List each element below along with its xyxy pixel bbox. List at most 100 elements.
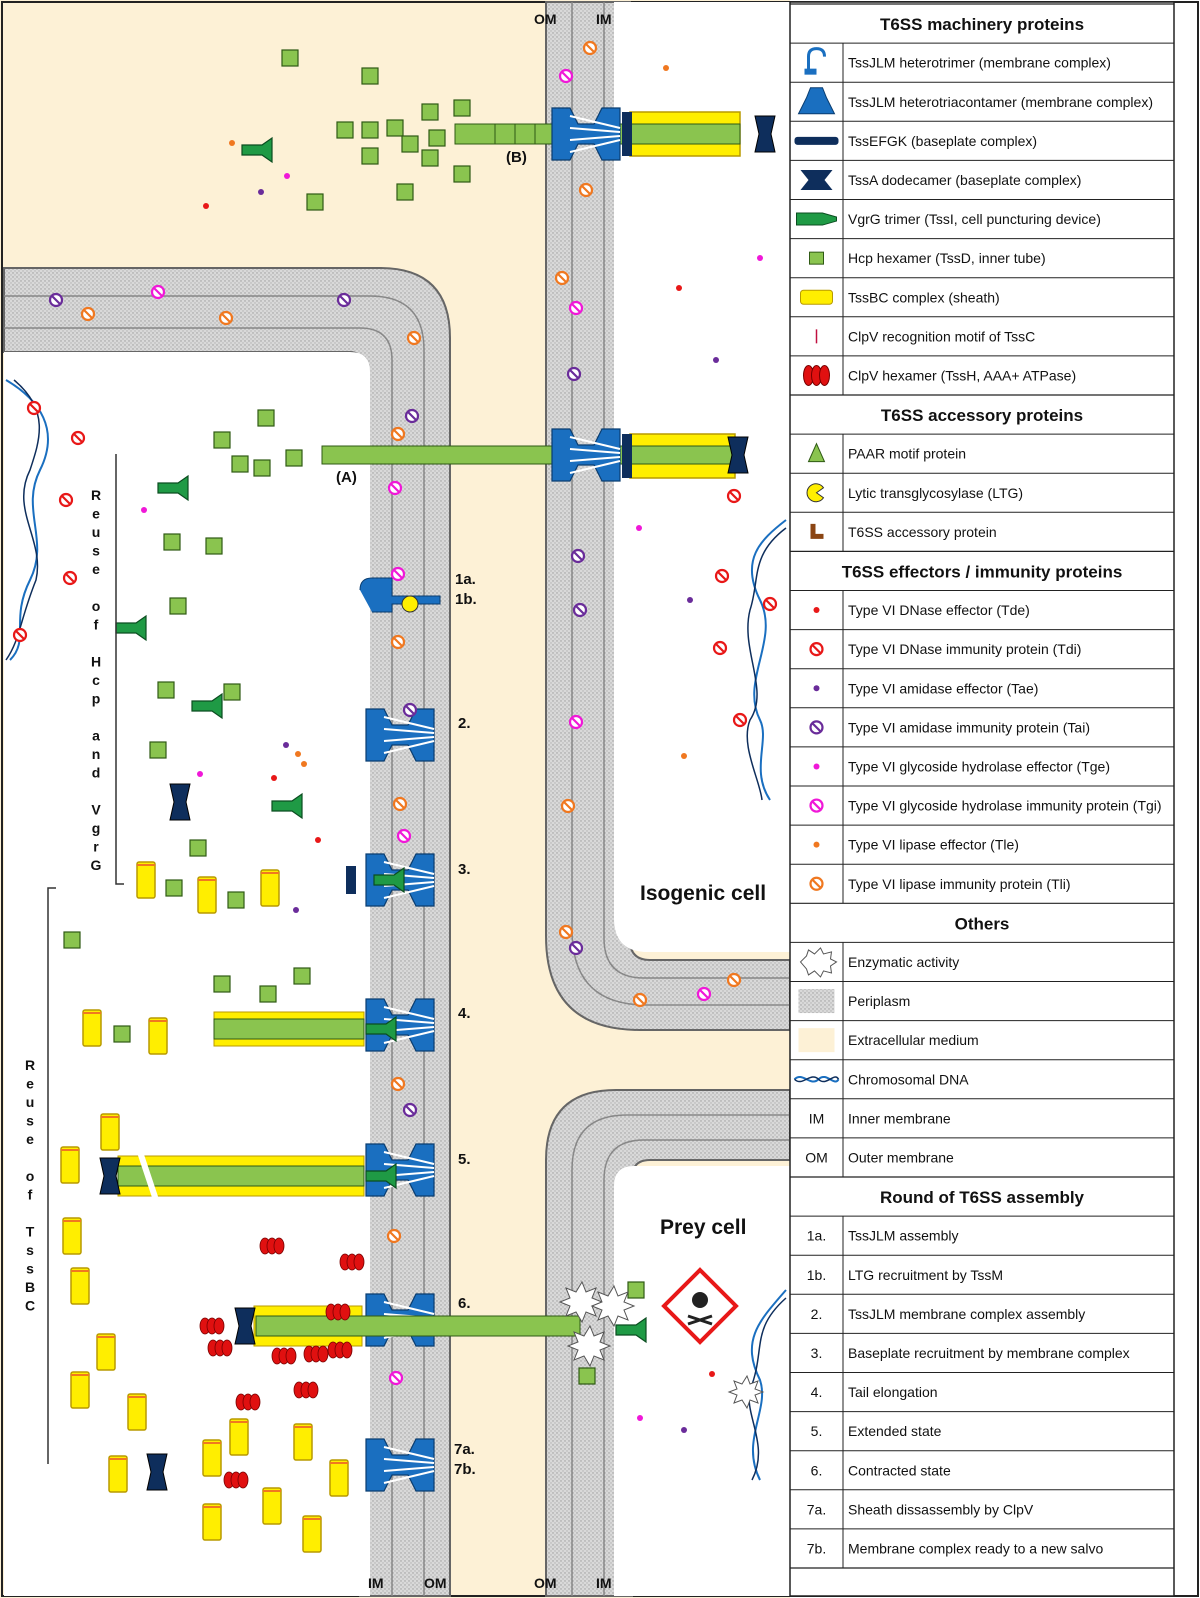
im-label-prey: IM — [596, 1575, 612, 1591]
tail-step-4 — [213, 1011, 397, 1047]
reuse-letter: s — [92, 543, 100, 559]
prey-cell-label: Prey cell — [660, 1216, 746, 1239]
reuse-letter: e — [26, 1076, 34, 1092]
legend-label: Sheath dissassembly by ClpV — [848, 1501, 1034, 1517]
reuse-letter: e — [26, 1131, 34, 1147]
reuse-letter: p — [92, 691, 101, 707]
reuse-letter: g — [92, 820, 101, 836]
label-step-3: 3. — [458, 861, 471, 878]
label-step-5: 5. — [458, 1151, 471, 1168]
toxicity-icon — [661, 1267, 739, 1345]
legend-label: Type VI amidase effector (Tae) — [848, 680, 1038, 696]
legend-key: 1a. — [807, 1228, 826, 1244]
legend-key: 6. — [811, 1462, 823, 1478]
legend-label: ClpV recognition motif of TssC — [848, 328, 1035, 344]
legend-section-title: Others — [955, 914, 1010, 933]
tssefgk-icon — [794, 136, 839, 145]
legend-label: TssJLM heterotriacontamer (membrane comp… — [848, 94, 1153, 110]
legend-label: Membrane complex ready to a new salvo — [848, 1540, 1103, 1556]
legend-section-title: T6SS effectors / immunity proteins — [842, 562, 1123, 581]
clpv-hexamer-icon — [803, 364, 830, 386]
accessory-icon — [810, 523, 824, 539]
legend-label: TssJLM heterotrimer (membrane complex) — [848, 55, 1111, 71]
dna-isogenic — [750, 519, 787, 801]
reuse-letter: r — [93, 839, 99, 855]
machine-a — [321, 428, 749, 482]
tde-icon — [813, 607, 820, 614]
legend-label: Periplasm — [848, 993, 910, 1009]
legend-label: Type VI DNase immunity protein (Tdi) — [848, 641, 1081, 657]
label-step-7a: 7a. — [454, 1441, 475, 1458]
label-step-1b: 1b. — [455, 591, 477, 608]
reuse-letter: G — [91, 857, 102, 873]
ltg-icon — [806, 483, 825, 503]
step-1-complex — [359, 577, 441, 613]
tli-icon — [809, 876, 824, 891]
tgi-icon — [809, 798, 824, 813]
legend-label: TssJLM membrane complex assembly — [848, 1306, 1085, 1322]
legend-key: 2. — [811, 1306, 823, 1322]
tail-step-5 — [99, 1151, 397, 1201]
tai-icon — [809, 720, 824, 735]
label-b: (B) — [506, 149, 527, 166]
tdi-icon — [809, 642, 824, 657]
legend-key: 7a. — [807, 1501, 826, 1517]
legend-key: IM — [809, 1110, 825, 1126]
tssjlm-trimer-icon — [804, 47, 826, 75]
reuse-letter: C — [25, 1298, 35, 1314]
reuse-letter: V — [91, 802, 101, 818]
tail-step-6 — [199, 1305, 647, 1347]
legend-key: 4. — [811, 1384, 823, 1400]
legend-label: TssEFGK (baseplate complex) — [848, 133, 1037, 149]
periplasm-icon — [798, 989, 835, 1014]
tge-icon — [813, 763, 820, 770]
legend-label: Type VI glycoside hydrolase immunity pro… — [848, 798, 1162, 814]
legend-key: 7b. — [807, 1540, 826, 1556]
reuse-letter: e — [92, 561, 100, 577]
reuse-letter: o — [26, 1168, 35, 1184]
reuse-letter: R — [91, 487, 101, 503]
reuse-letter: s — [26, 1261, 34, 1277]
enzymatic-activity-icon — [799, 947, 838, 978]
legend-section-title: Round of T6SS assembly — [880, 1188, 1085, 1207]
dna-icon — [793, 1076, 840, 1083]
reuse-letter: s — [26, 1242, 34, 1258]
reuse-letter: a — [92, 728, 100, 744]
legend-section-title: T6SS machinery proteins — [880, 15, 1084, 34]
legend-label: LTG recruitment by TssM — [848, 1267, 1003, 1283]
label-step-1a: 1a. — [455, 571, 476, 588]
reuse-letter: o — [92, 598, 101, 614]
hcp-icon — [809, 251, 824, 265]
legend-label: Type VI lipase effector (Tle) — [848, 837, 1019, 853]
paar-icon — [807, 442, 826, 463]
reuse-letter: f — [94, 617, 99, 633]
label-step-7b: 7b. — [454, 1461, 476, 1478]
im-label-top: IM — [596, 11, 612, 27]
reuse-letter: c — [92, 672, 100, 688]
reuse-letter: d — [92, 765, 101, 781]
legend-label: Tail elongation — [848, 1384, 938, 1400]
legend-label: Contracted state — [848, 1462, 951, 1478]
reuse-letter: e — [92, 506, 100, 522]
legend-label: T6SS accessory protein — [848, 524, 997, 540]
legend-label: TssA dodecamer (baseplate complex) — [848, 172, 1081, 188]
legend-label: TssBC complex (sheath) — [848, 289, 1000, 305]
reuse-letter: u — [26, 1094, 35, 1110]
reuse-letter: u — [92, 524, 101, 540]
legend-label: Type VI glycoside hydrolase effector (Tg… — [848, 758, 1110, 774]
reuse-letter: B — [25, 1279, 35, 1295]
legend-label: ClpV hexamer (TssH, AAA+ ATPase) — [848, 367, 1076, 383]
reuse-letter: H — [91, 654, 101, 670]
machine-b — [454, 107, 776, 161]
legend-label: Enzymatic activity — [848, 954, 959, 970]
om-label-top: OM — [534, 11, 557, 27]
isogenic-cell-label: Isogenic cell — [640, 882, 766, 905]
tssbc-icon — [800, 289, 833, 305]
legend-label: Chromosomal DNA — [848, 1071, 969, 1087]
om-label-left: OM — [424, 1575, 447, 1591]
legend-key: 1b. — [807, 1267, 826, 1283]
reuse-letter: R — [25, 1057, 35, 1073]
tssa-icon — [800, 169, 833, 190]
